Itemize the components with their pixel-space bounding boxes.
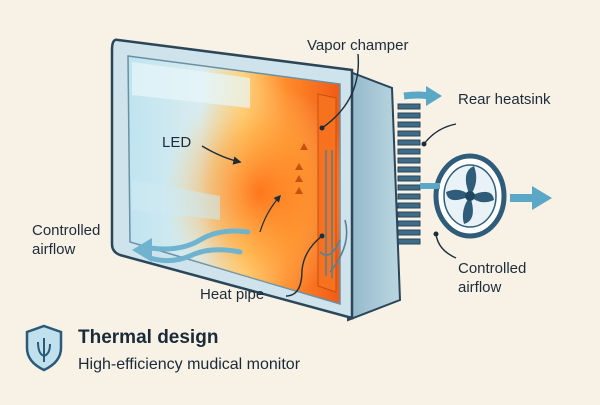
leader-dot	[319, 233, 325, 239]
screen-highlight	[132, 180, 220, 220]
leader-rear-heatsink	[423, 123, 457, 145]
airflow-arrow-fan-out	[510, 186, 552, 210]
leader-led	[201, 145, 242, 165]
fan-icon	[433, 153, 507, 239]
shield-icon	[25, 324, 63, 372]
leader-dot	[319, 125, 325, 131]
label-controlled-airflow-right: Controlled airflow	[458, 260, 527, 296]
airflow-arrow-left	[147, 228, 251, 264]
leader-vapor-chamber	[321, 53, 360, 129]
leader-heat-pipe	[285, 235, 323, 297]
label-vapor-chamber: Vapor champer	[307, 37, 409, 54]
airflow-arrowhead-left	[132, 238, 152, 262]
label-led: LED	[162, 134, 192, 151]
airflow-arrow-rear-top	[403, 86, 442, 106]
screen-highlight	[132, 62, 250, 108]
heat-glow	[128, 56, 340, 304]
heat-rise-arrows	[295, 143, 308, 194]
label-rear-heatsink: Rear heatsink	[458, 91, 551, 108]
leader-dot	[433, 231, 439, 237]
heat-pipes	[319, 150, 348, 278]
leader-dot	[421, 141, 427, 147]
rear-heatsink	[397, 103, 421, 245]
label-controlled-airflow-left: Controlled airflow	[32, 222, 101, 258]
footer-title: Thermal design	[78, 327, 219, 348]
label-heat-pipe: Heat pipe	[200, 286, 265, 303]
footer-subtitle: High-efficiency mudical monitor	[78, 356, 301, 373]
leader-led-heat-rise	[259, 194, 281, 233]
leader-controlled-airflow-right	[435, 233, 457, 259]
